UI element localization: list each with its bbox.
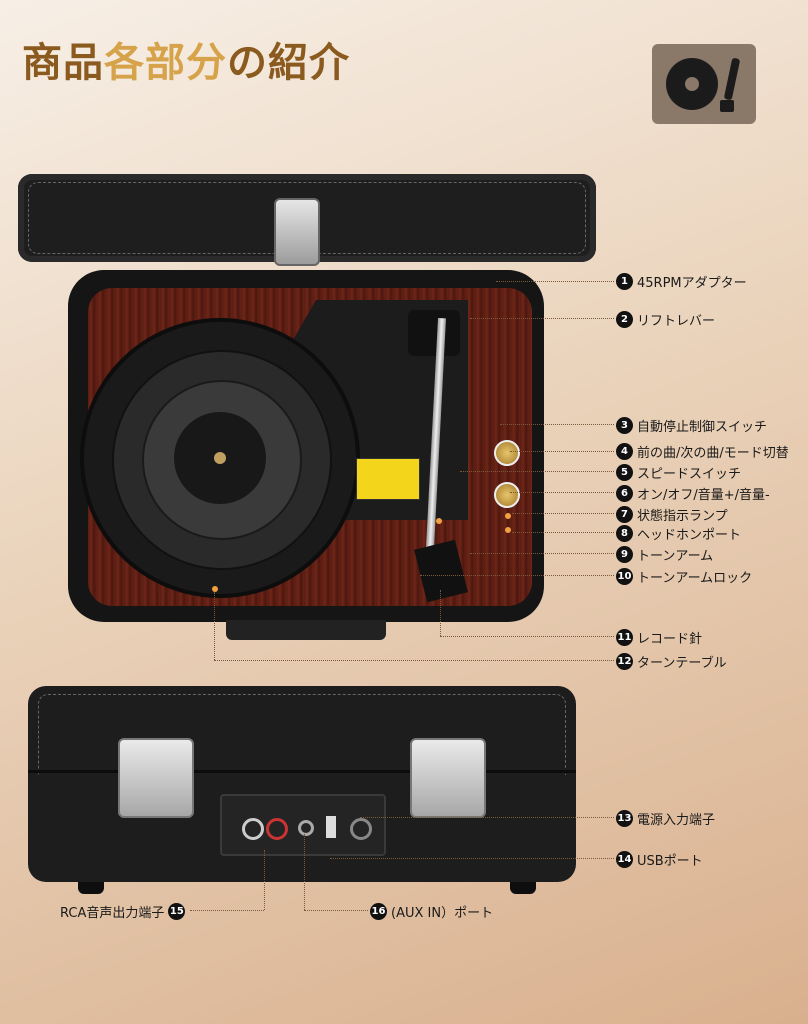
title-part-c: の紹介 — [227, 40, 350, 86]
marker-dot — [436, 518, 442, 524]
turntable-platter — [84, 322, 356, 594]
mode-knob — [494, 440, 520, 466]
lid-latch — [274, 198, 320, 266]
usb-port — [326, 816, 336, 838]
front-latch-right — [410, 738, 486, 818]
tonearm-base — [408, 310, 460, 356]
volume-knob — [494, 482, 520, 508]
rear-port-panel — [220, 794, 386, 856]
rca-left-jack — [242, 818, 264, 840]
marker-dot — [212, 586, 218, 592]
aux-in-jack — [298, 820, 314, 836]
foot — [510, 882, 536, 894]
marker-dot — [505, 527, 511, 533]
callout-16: 16(AUX IN）ポート — [370, 902, 493, 921]
title-part-a: 商品 — [22, 40, 104, 86]
marker-dot — [505, 513, 511, 519]
front-latch-left — [118, 738, 194, 818]
turntable-icon — [652, 44, 756, 124]
page-title: 商品各部分の紹介 — [22, 30, 350, 88]
dc-power-jack — [350, 818, 372, 840]
title-part-b: 各部分 — [104, 40, 227, 86]
rca-right-jack — [266, 818, 288, 840]
foot — [78, 882, 104, 894]
carry-handle — [226, 620, 386, 640]
warning-sticker — [356, 458, 420, 500]
